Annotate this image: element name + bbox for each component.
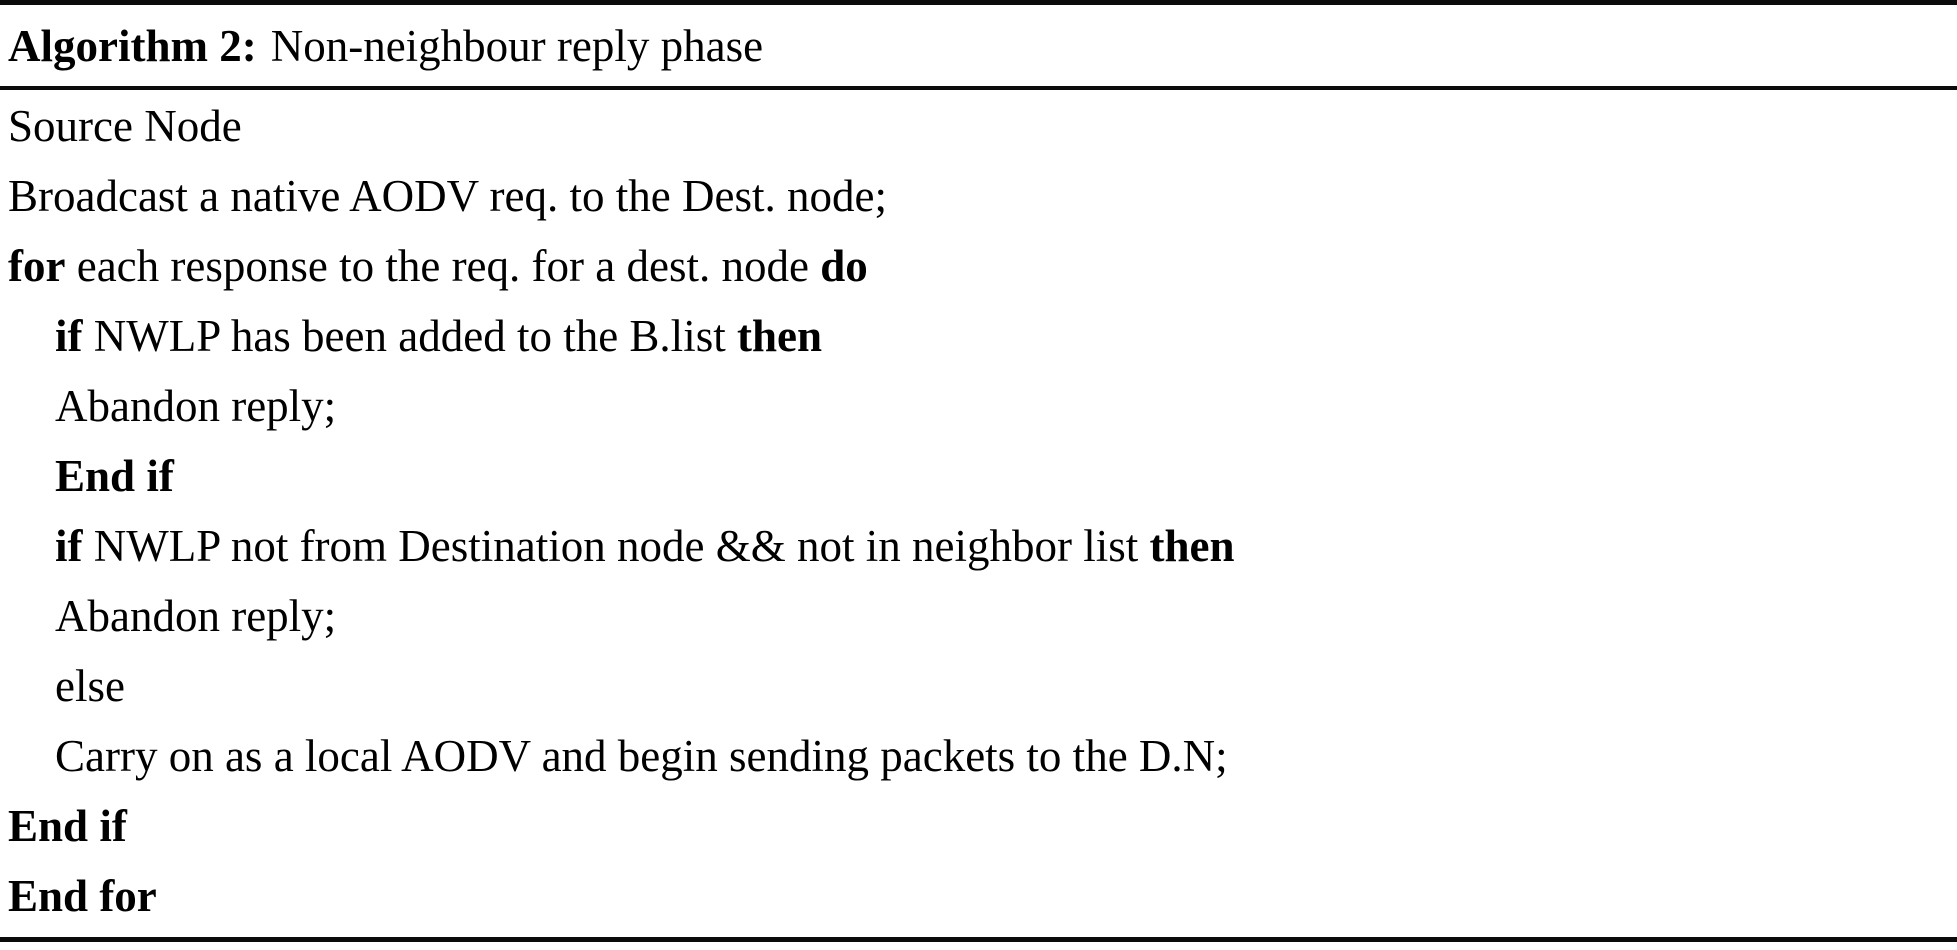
statement-text: else: [55, 661, 125, 711]
algorithm-line: Carry on as a local AODV and begin sendi…: [0, 721, 1957, 791]
keyword: then: [1149, 521, 1235, 571]
algorithm-line: Abandon reply;: [0, 371, 1957, 441]
header-divider-rule: [0, 86, 1957, 90]
statement-text: Abandon reply;: [55, 381, 337, 431]
keyword: for: [8, 241, 66, 291]
algorithm-line: End if: [0, 791, 1957, 861]
statement-text: Abandon reply;: [55, 591, 337, 641]
keyword: if: [55, 311, 83, 361]
keyword: End for: [8, 871, 157, 921]
statement-text: Broadcast a native AODV req. to the Dest…: [8, 171, 887, 221]
algorithm-line: else: [0, 651, 1957, 721]
keyword: End if: [55, 451, 174, 501]
keyword: if: [55, 521, 83, 571]
algorithm-line: for each response to the req. for a dest…: [0, 231, 1957, 301]
algorithm-line: if NWLP has been added to the B.list the…: [0, 301, 1957, 371]
algorithm-line: if NWLP not from Destination node && not…: [0, 511, 1957, 581]
algorithm-line: Abandon reply;: [0, 581, 1957, 651]
algorithm-label: Algorithm 2:: [8, 20, 257, 71]
statement-text: each response to the req. for a dest. no…: [65, 241, 821, 291]
algorithm-line: Broadcast a native AODV req. to the Dest…: [0, 161, 1957, 231]
algorithm-title: Non-neighbour reply phase: [270, 20, 764, 71]
keyword: then: [736, 311, 822, 361]
algorithm-line: End if: [0, 441, 1957, 511]
statement-text: NWLP has been added to the B.list: [82, 311, 737, 361]
statement-text: Carry on as a local AODV and begin sendi…: [55, 731, 1228, 781]
keyword: End if: [8, 801, 127, 851]
statement-text: NWLP not from Destination node && not in…: [82, 521, 1150, 571]
algorithm-line: End for: [0, 861, 1957, 931]
top-rule: [0, 0, 1957, 5]
algorithm-header: Algorithm 2: Non-neighbour reply phase: [0, 5, 1957, 86]
bottom-rule: [0, 937, 1957, 942]
statement-text: Source Node: [8, 101, 242, 151]
keyword: do: [820, 241, 868, 291]
algorithm-line: Source Node: [0, 91, 1957, 161]
